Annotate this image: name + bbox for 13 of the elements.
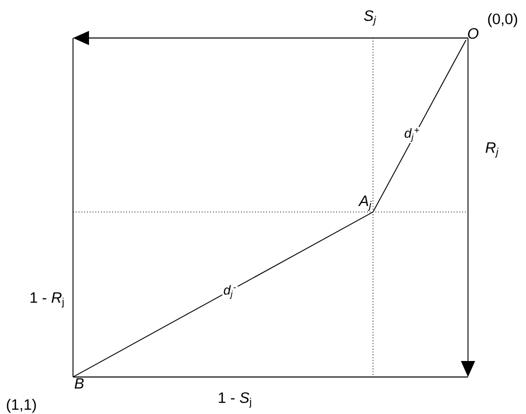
side-label: R$_{j}$ [486,142,499,158]
edge-label: d$_{j}$+ [403,127,421,143]
point-label: B [74,378,84,389]
edge-label: d$_{j}$- [222,284,238,300]
side-label: S$_{j}$ [364,10,376,26]
point-label: A$_{j}$ [358,196,372,211]
side-label: 1 - R$_{j}$ [30,292,64,308]
coordinate-label: (0,0) [488,13,518,28]
line [72,212,374,378]
point-label: O [468,28,478,39]
side-label: 1 - S$_{j}$ [218,392,252,408]
line [372,40,466,212]
coordinate-label: (1,1) [6,398,36,413]
